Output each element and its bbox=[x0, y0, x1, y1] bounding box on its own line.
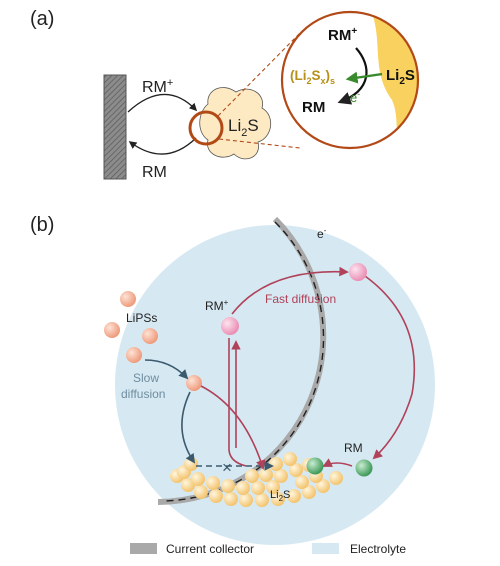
li2s-particle bbox=[239, 493, 253, 507]
li2s-particle bbox=[209, 489, 223, 503]
lipss-to-li2s-arrow bbox=[200, 385, 266, 470]
lipss-label: LiPSs bbox=[126, 311, 157, 325]
reduction-arrow bbox=[128, 137, 197, 155]
li2s-particle bbox=[259, 468, 273, 482]
li2s-particle bbox=[221, 479, 235, 493]
lipss-particle bbox=[120, 291, 136, 307]
lipss-particle bbox=[186, 375, 202, 391]
lipss-particle bbox=[126, 347, 142, 363]
li2s-particle bbox=[283, 452, 297, 466]
rm-particle bbox=[355, 459, 373, 477]
lipss-particle bbox=[142, 328, 158, 344]
li2s-particle bbox=[191, 472, 205, 486]
li2s-particle bbox=[245, 469, 259, 483]
li2s-blob-label: Li2S bbox=[228, 116, 259, 139]
slow-descent-arrow bbox=[181, 391, 196, 464]
rm-b-label: RM bbox=[344, 441, 363, 455]
slow-diffusion-label: Slow diffusion bbox=[121, 371, 165, 401]
lipss-particle bbox=[104, 322, 120, 338]
zoom-guide-top bbox=[217, 32, 301, 117]
rm-plus-to-li2s-arrow bbox=[228, 338, 247, 467]
electron-transfer-arrow bbox=[345, 71, 383, 84]
li2s-particle bbox=[194, 485, 208, 499]
oxidation-arrow bbox=[127, 93, 198, 113]
li2s-particle bbox=[184, 457, 198, 471]
rm-particle bbox=[306, 457, 324, 475]
li2s-particle bbox=[271, 492, 285, 506]
rm-plus-b-label: RM+ bbox=[205, 298, 229, 313]
panel-a-label: (a) bbox=[30, 8, 54, 30]
li2s-particle bbox=[289, 463, 303, 477]
rm-label: RM bbox=[142, 164, 167, 181]
li2s-particle bbox=[224, 492, 238, 506]
blocked-mark: × bbox=[222, 458, 232, 477]
fast-diffusion-label: Fast diffusion bbox=[265, 292, 336, 306]
li2s-particle bbox=[302, 485, 316, 499]
electron-label: e- bbox=[317, 226, 327, 241]
fast-cycle-arrow bbox=[364, 275, 416, 460]
rm-to-li2s-arrow bbox=[322, 458, 353, 467]
zoom-rm-label: RM bbox=[302, 99, 325, 116]
li2s-particle bbox=[287, 489, 301, 503]
li2s-particle bbox=[206, 476, 220, 490]
legend: Current collector Electrolyte bbox=[130, 542, 406, 556]
li2s-deposit bbox=[170, 452, 343, 507]
legend-swatch-collector bbox=[130, 543, 157, 554]
legend-label-collector: Current collector bbox=[166, 542, 254, 556]
zoom-inset: RM+ (Li2Sx)s Li2S RM e- bbox=[280, 10, 420, 150]
legend-label-electrolyte: Electrolyte bbox=[350, 542, 406, 556]
li2s-particle bbox=[266, 480, 280, 494]
li2s-particle bbox=[316, 479, 330, 493]
zoom-source-ring bbox=[188, 110, 224, 146]
li2s-particle bbox=[329, 471, 343, 485]
rm-plus-to-upper-arrow bbox=[231, 266, 349, 315]
zoom-rm-plus-label: RM+ bbox=[328, 26, 357, 44]
rm-plus-label: RM+ bbox=[142, 77, 173, 96]
legend-swatch-electrolyte bbox=[312, 543, 339, 554]
panel-b-label: (b) bbox=[30, 214, 54, 236]
li2s-particle bbox=[251, 481, 265, 495]
zoom-li2s-label: Li2S bbox=[386, 67, 415, 87]
li2s-particle bbox=[236, 481, 250, 495]
rm-plus-particle bbox=[221, 317, 239, 335]
electrode-bar bbox=[103, 74, 127, 180]
li2s-deposit-label: Li2S bbox=[270, 489, 290, 503]
li2s-particle bbox=[274, 469, 288, 483]
li2s-particle bbox=[269, 457, 283, 471]
zoom-electron-label: e- bbox=[350, 89, 360, 105]
li2s-particle bbox=[295, 475, 309, 489]
li2s-particle bbox=[255, 493, 269, 507]
li2sx-label: (Li2Sx)s bbox=[290, 68, 335, 86]
slow-diffusion-arrow bbox=[144, 359, 189, 380]
rm-plus-particle bbox=[349, 263, 367, 281]
